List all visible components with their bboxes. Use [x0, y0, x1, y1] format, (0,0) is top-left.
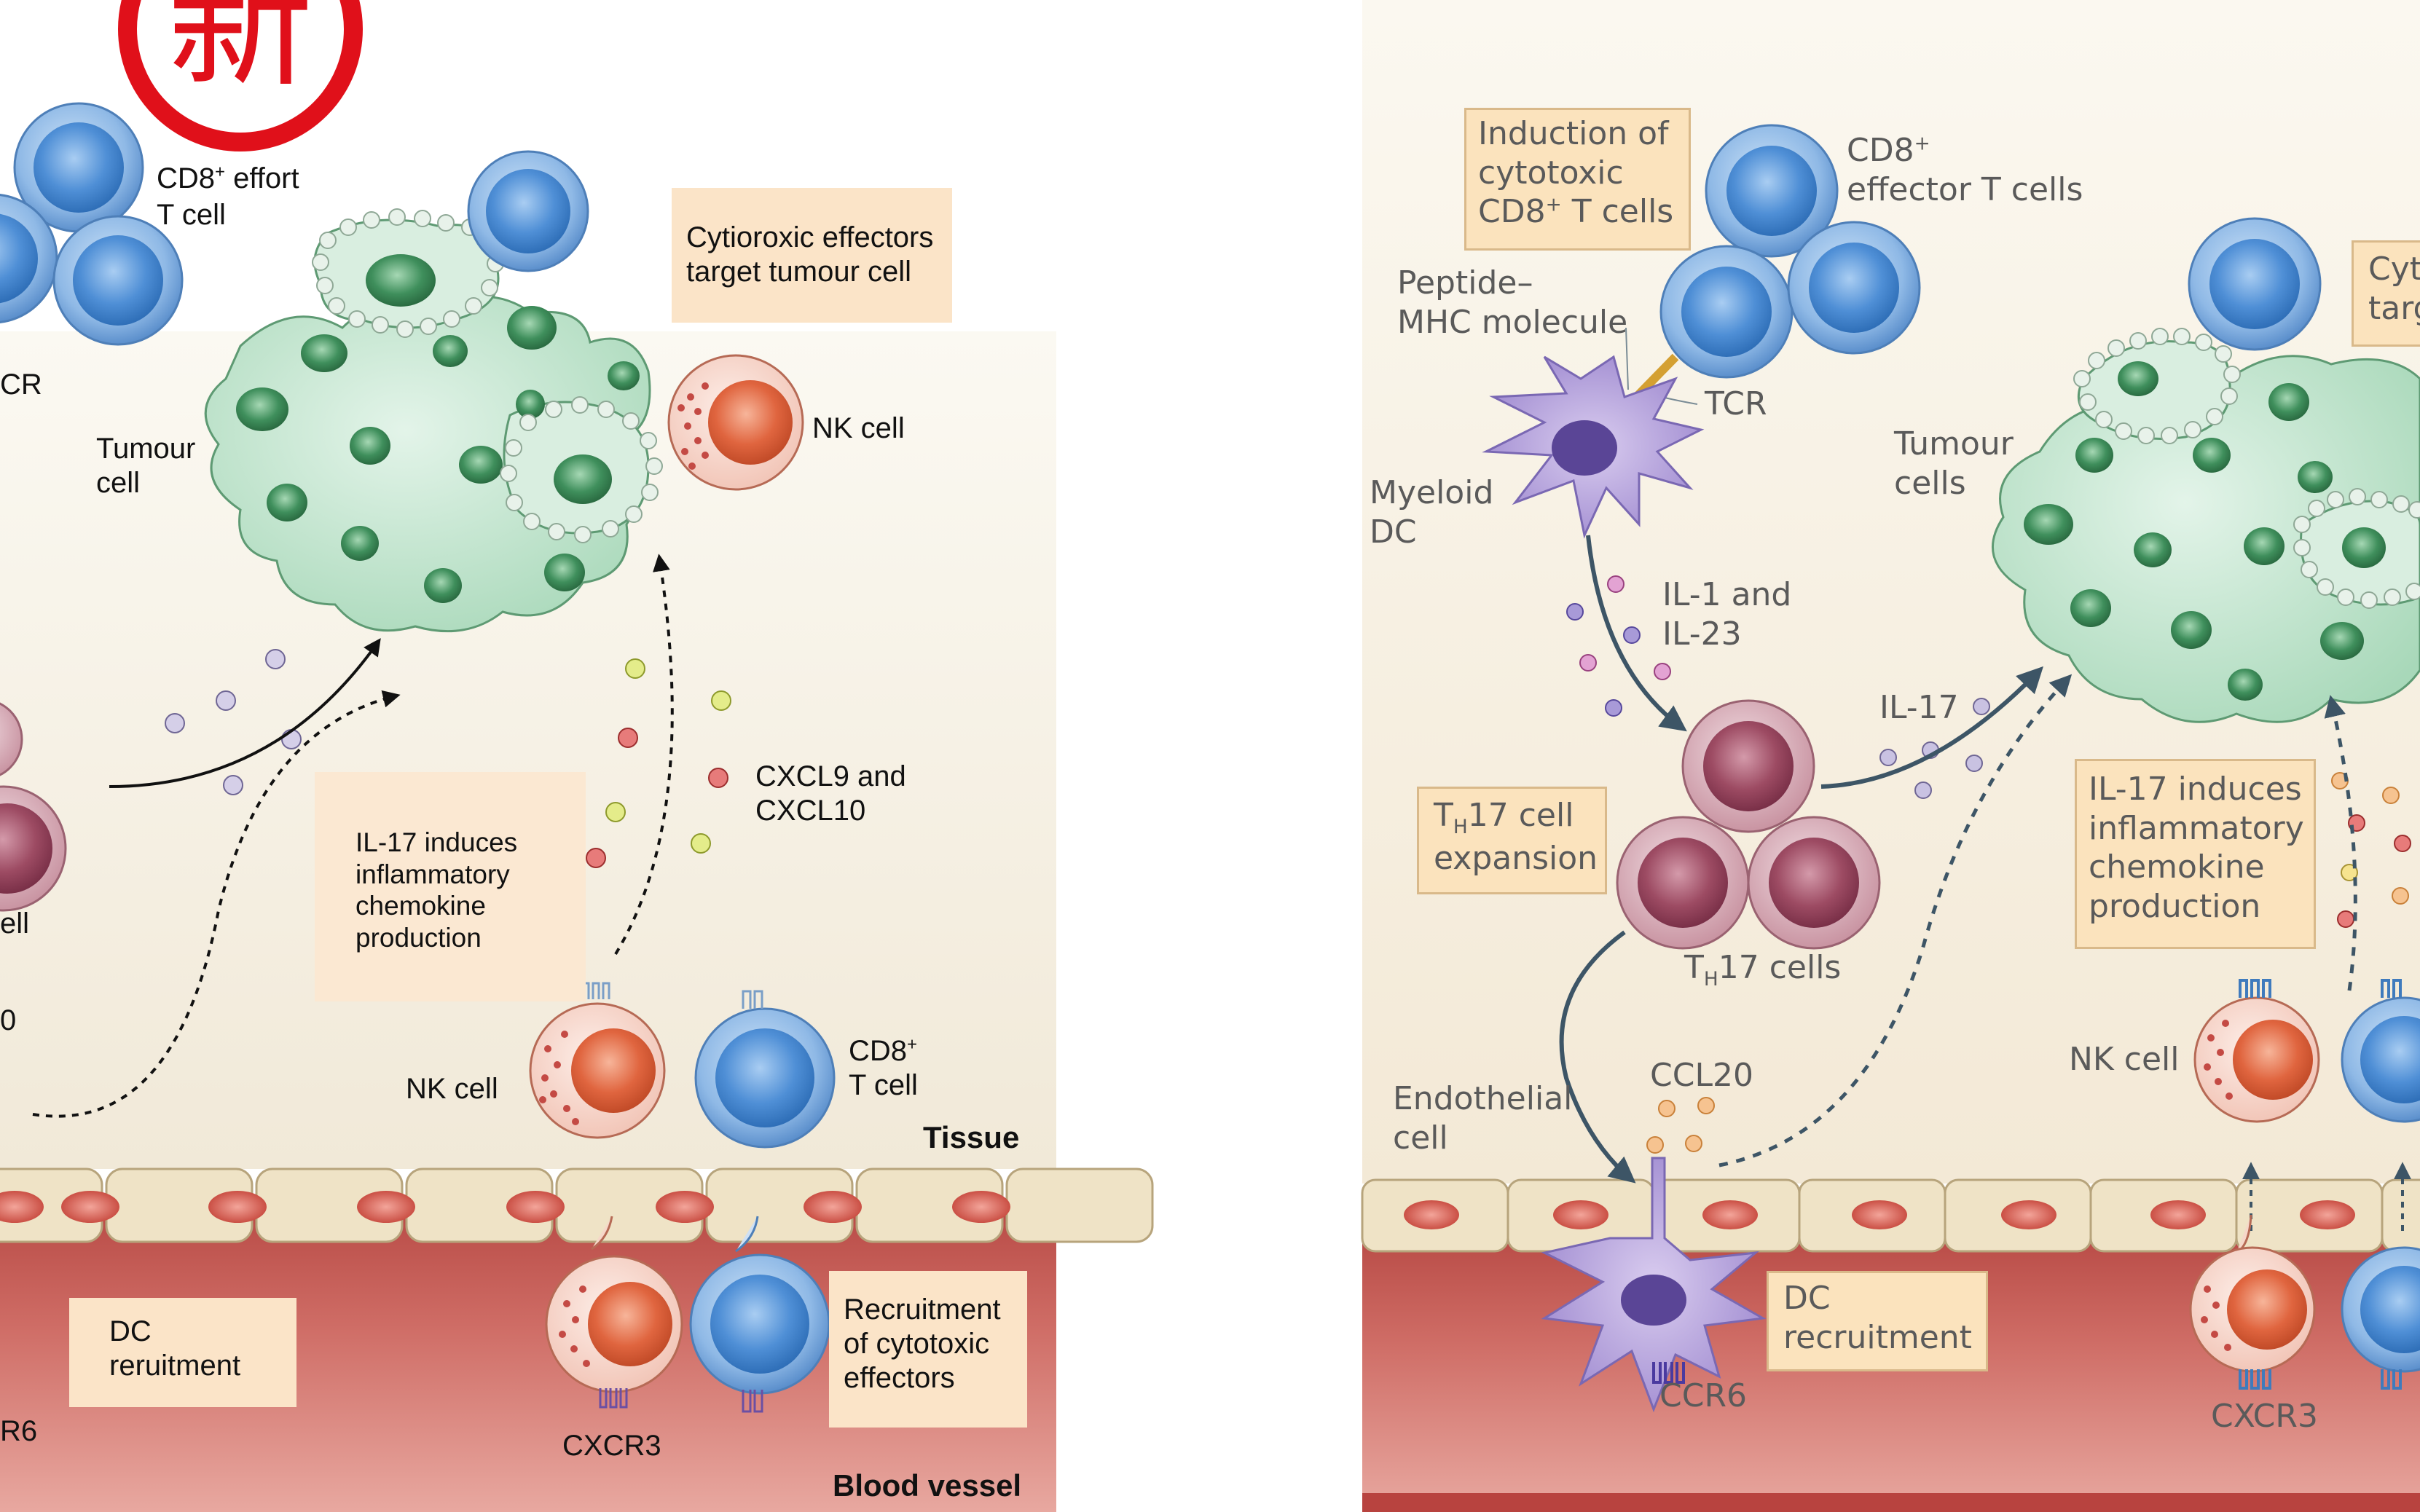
dashed-arrow-dc-left	[32, 690, 401, 1118]
label-th17-cells: TH17 cells	[1684, 949, 1842, 991]
label-cd8-t-cell: CD8+T cell	[849, 1034, 918, 1102]
label-peptide-mhc: Peptide– MHC molecule	[1397, 264, 1628, 341]
cd8-attacking-cell-left	[467, 150, 589, 272]
dc-vessel-right	[1541, 1157, 1767, 1413]
cd8-effector-cluster-right	[1659, 124, 2322, 379]
label-cd8-effector-right: CD8+effector T cells	[1847, 132, 2083, 208]
nk-cell-vessel-left	[545, 1216, 683, 1409]
nk-cell-tissue-right	[2193, 979, 2320, 1123]
label-r6-partial: R6	[0, 1415, 38, 1447]
box-recruitment-effectors: Recruitment of cytotoxic effectors	[844, 1294, 1001, 1395]
cd8-cell-tissue-right	[2341, 979, 2420, 1123]
ccl20-dots	[1646, 1097, 1715, 1154]
cytokine-dots-left	[165, 649, 302, 795]
right-panel	[1361, 0, 2420, 1512]
label-il1-il23: IL-1 and IL-23	[1662, 576, 1792, 653]
label-il17-right: IL-17	[1879, 689, 1959, 726]
granule-rings-right	[2073, 328, 2420, 609]
label-tissue: Tissue	[923, 1120, 1020, 1154]
il1-il23-dots	[1566, 575, 1671, 717]
arrow-dc-to-th17	[1586, 535, 1687, 732]
dashed-arrow-recruit-right	[1718, 674, 2073, 1168]
box-dc-recruitment-bg-left	[69, 1298, 296, 1407]
arrow-th17-to-tumour	[1820, 666, 2044, 789]
chemokine-dots-left	[586, 658, 731, 868]
box-dc-recruitment-left: DC reruitment	[109, 1315, 241, 1382]
label-cd8-effort: CD8+ effort	[157, 162, 299, 194]
cd8-cell-vessel-right	[2341, 1246, 2420, 1390]
svg-text:新: 新	[168, 0, 313, 108]
stamp-logo: 新	[118, 0, 363, 151]
box-il17-induces-right: IL-17 induces inflammatory chemokine pro…	[2075, 759, 2316, 949]
label-tcr-partial: CR	[0, 369, 42, 401]
label-tumour-cell: Tumour cell	[96, 433, 196, 500]
label-ell-partial: ell	[0, 907, 30, 940]
nk-cell-vessel-right	[2189, 1214, 2316, 1390]
box-cytotoxic-effectors-bg	[672, 188, 952, 323]
label-tcr-right: TCR	[1705, 385, 1767, 422]
cd8-cell-vessel-left	[689, 1216, 830, 1413]
label-nk-cell-right: NK cell	[2069, 1041, 2180, 1078]
label-zero-partial: 0	[0, 1004, 17, 1036]
arrow-th17-to-endothelium	[1559, 930, 1636, 1184]
label-blood-vessel: Blood vessel	[833, 1468, 1022, 1503]
label-nk-cell-bottom: NK cell	[406, 1073, 498, 1105]
box-il17-right-text: IL-17 induces inflammatory chemokine pro…	[2089, 771, 2304, 926]
label-endothelial-cell: Endothelial cell	[1393, 1080, 1573, 1157]
endothelial-layer-right	[1361, 1178, 2420, 1253]
chemokine-dots-right	[2331, 772, 2411, 928]
label-cxcl: CXCL9 and CXCL10	[755, 760, 906, 827]
box-recruitment-effectors-bg	[829, 1271, 1027, 1428]
th17-cells-right	[1616, 699, 1881, 950]
box-cytotoxic-effectors: Cytioroxic effectors target tumour cell	[686, 221, 934, 288]
left-panel: 新	[0, 0, 1154, 1512]
label-ccr6: CCR6	[1659, 1377, 1748, 1414]
myeloid-dc-right	[1482, 355, 1705, 539]
box-cyt-partial-text: Cyt targ	[2368, 251, 2420, 327]
box-il17-induces-left: IL-17 induces inflammatory chemokine pro…	[355, 827, 518, 953]
nk-cell-top-left	[667, 354, 804, 491]
nk-cell-tissue-left	[529, 982, 666, 1139]
cd8-cell-tissue-left	[694, 990, 836, 1149]
label-ccl20: CCL20	[1650, 1057, 1753, 1094]
box-dc-recruitment-right: DC recruitment	[1767, 1271, 1988, 1371]
dashed-arrow-nk-right	[2324, 695, 2357, 991]
box-cyt-partial: Cyt targ	[2352, 240, 2420, 347]
box-il17-bg-left	[315, 772, 586, 1001]
tumour-nuclei-right	[2024, 361, 2386, 701]
label-myeloid-dc: Myeloid DC	[1370, 474, 1494, 551]
solid-arrow-left	[109, 638, 381, 788]
th17-partial-left	[0, 702, 67, 912]
label-cxcr3-left: CXCR3	[562, 1430, 661, 1462]
tumour-nuclei-left	[236, 254, 640, 603]
label-cxcr3-right: CXCR3	[2211, 1398, 2318, 1435]
label-tumour-cells-right: Tumour cells	[1894, 425, 2014, 502]
box-dc-recruitment-right-text: DC recruitment	[1783, 1280, 1972, 1356]
vessel-lower-wall	[1362, 1493, 2420, 1512]
cd8-effector-cluster-left	[0, 102, 184, 346]
label-nk-cell-top: NK cell	[812, 412, 905, 444]
endothelial-layer	[0, 1168, 1154, 1243]
label-t-cell-top: T cell	[157, 199, 226, 231]
mhc-leader	[1625, 327, 1629, 390]
